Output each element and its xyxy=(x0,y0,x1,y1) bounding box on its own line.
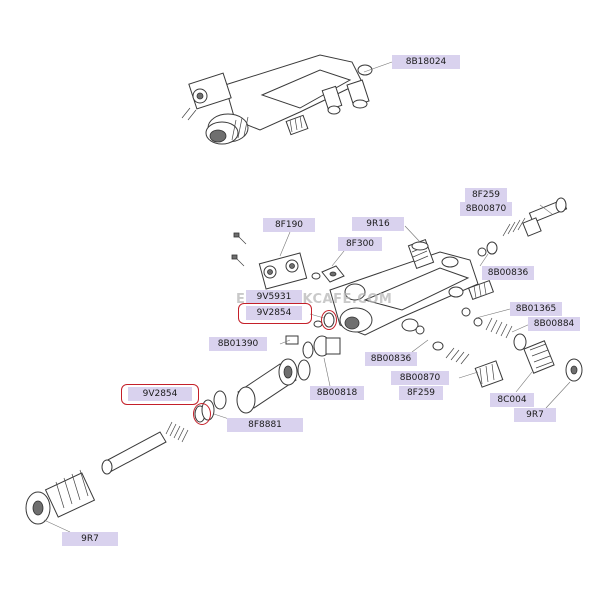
main-body xyxy=(329,251,479,336)
part-8F300 xyxy=(311,265,345,283)
part-9R16 xyxy=(407,239,435,269)
highlight-9V2854-ring-mid xyxy=(321,310,337,330)
label-8B00870-mid: 8B00870 xyxy=(391,371,449,385)
label-8B18024: 8B18024 xyxy=(392,55,460,69)
label-9R7-right: 9R7 xyxy=(514,408,556,422)
label-8B01365: 8B01365 xyxy=(510,302,562,316)
label-8F259-mid: 8F259 xyxy=(399,386,443,400)
part-rod xyxy=(101,431,167,475)
part-8B01390 xyxy=(285,335,341,359)
label-8F8881: 8F8881 xyxy=(227,418,303,432)
label-9R7-left: 9R7 xyxy=(62,532,118,546)
label-8F190: 8F190 xyxy=(263,218,315,232)
label-8F259-top: 8F259 xyxy=(465,188,507,202)
part-right-spring xyxy=(461,307,527,351)
label-8B00836-right: 8B00836 xyxy=(482,266,534,280)
part-right-nipple xyxy=(467,279,495,301)
label-8B01390: 8B01390 xyxy=(209,337,267,351)
label-8F300: 8F300 xyxy=(338,237,382,251)
label-8C004: 8C004 xyxy=(490,393,534,407)
label-8B00870-top: 8B00870 xyxy=(460,202,512,216)
highlight-9V2854-label-left xyxy=(121,384,199,405)
part-bottom-fitting xyxy=(25,469,96,525)
label-9V2854-left: 9V2854 xyxy=(128,387,192,401)
part-mid-assembly xyxy=(415,325,504,388)
label-8B00884: 8B00884 xyxy=(528,317,580,331)
part-right-fitting xyxy=(523,340,583,382)
highlight-9V2854-ring-left xyxy=(193,403,211,425)
label-9V2854-mid: 9V2854 xyxy=(246,306,302,320)
highlight-9V2854-label-mid xyxy=(238,303,312,324)
part-cartridge xyxy=(213,358,311,414)
label-8B00818: 8B00818 xyxy=(310,386,364,400)
label-9R16: 9R16 xyxy=(352,217,404,231)
label-8B00836-mid: 8B00836 xyxy=(365,352,417,366)
label-9V5931: 9V5931 xyxy=(246,290,302,304)
part-solenoid xyxy=(231,232,308,290)
assembled-group-top xyxy=(181,54,373,145)
